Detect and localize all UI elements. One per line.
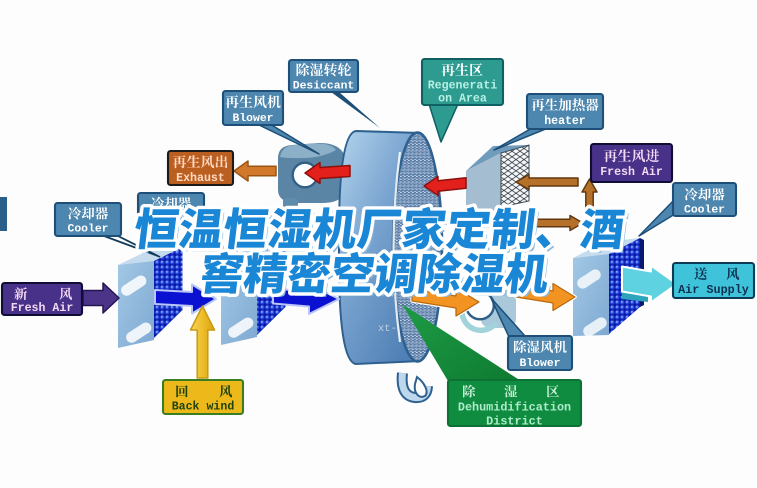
- svg-text:Back wind: Back wind: [172, 401, 235, 414]
- svg-text:Desiccant: Desiccant: [293, 81, 355, 93]
- svg-text:Fresh Air: Fresh Air: [11, 302, 74, 315]
- svg-text:Exhaust: Exhaust: [176, 172, 225, 185]
- svg-text:Cooler: Cooler: [67, 224, 108, 236]
- svg-text:Dehumidification: Dehumidification: [458, 401, 571, 415]
- svg-text:Air Supply: Air Supply: [678, 283, 749, 297]
- svg-text:Blower: Blower: [519, 358, 560, 370]
- svg-text:Fresh Air: Fresh Air: [600, 166, 663, 179]
- svg-text:on Area: on Area: [438, 93, 487, 106]
- svg-text:Regenerati: Regenerati: [428, 80, 498, 93]
- svg-text:Blower: Blower: [232, 113, 273, 125]
- svg-text:District: District: [486, 415, 543, 429]
- svg-text:Cooler: Cooler: [684, 205, 725, 217]
- svg-text:heater: heater: [544, 115, 586, 128]
